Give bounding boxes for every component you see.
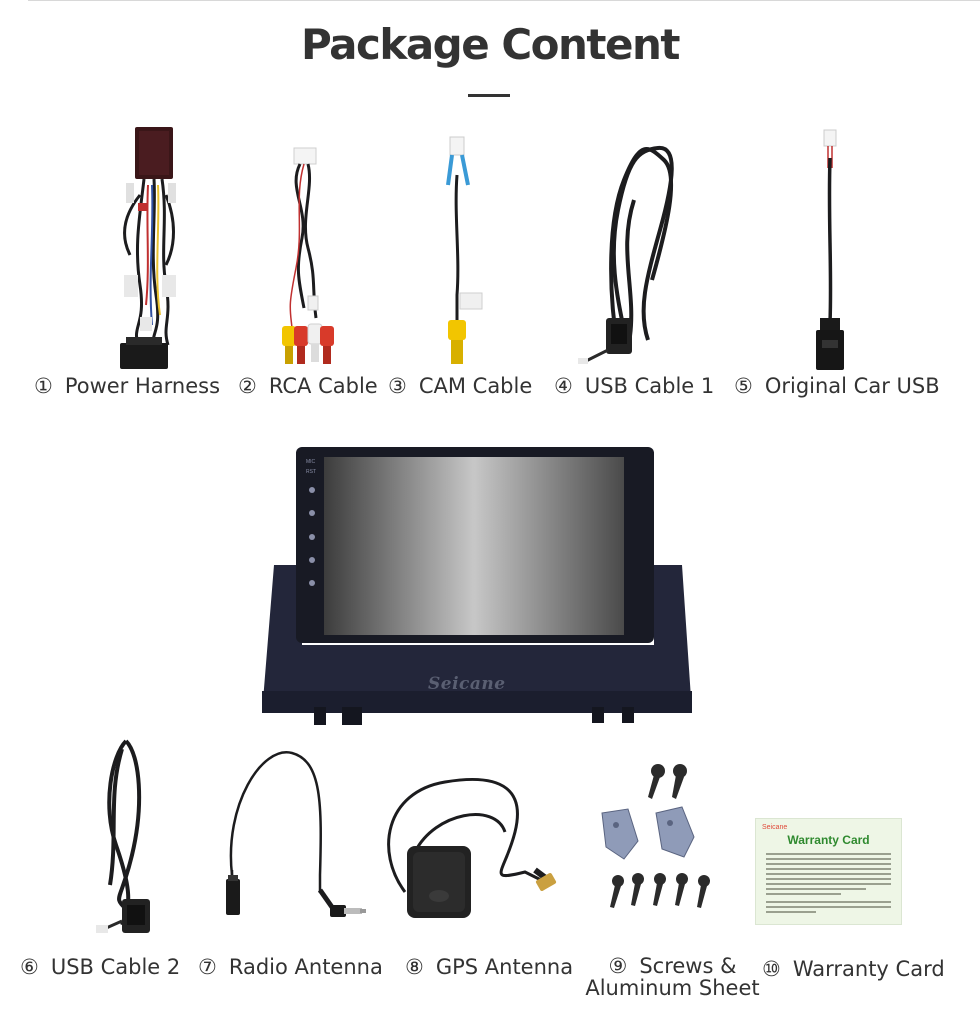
screws-aluminum-sheet-image bbox=[598, 763, 723, 913]
radio-antenna-image bbox=[222, 745, 367, 925]
original-car-usb-image bbox=[812, 128, 848, 373]
power-harness-image bbox=[110, 125, 190, 370]
head-unit-side-label-rst: RST bbox=[306, 469, 316, 475]
warranty-card-title: Warranty Card bbox=[787, 833, 870, 847]
cam-cable-image bbox=[440, 135, 490, 370]
gps-antenna-image bbox=[375, 772, 570, 927]
item-number: ① bbox=[34, 374, 53, 398]
head-unit-brand-logo: Seicane bbox=[428, 674, 506, 694]
title-underline bbox=[468, 94, 510, 97]
usb-cable-1-image bbox=[578, 140, 678, 365]
head-unit-image: MIC RST Seicane bbox=[262, 445, 692, 727]
rca-cable-image bbox=[278, 147, 338, 370]
page-title: Package Content bbox=[301, 20, 680, 69]
head-unit-side-label-mic: MIC bbox=[306, 459, 316, 465]
usb-cable-2-image bbox=[92, 735, 162, 940]
warranty-card-brand: Seicane bbox=[762, 824, 788, 831]
warranty-card-body-text bbox=[766, 853, 891, 913]
warranty-card-image: Seicane Warranty Card bbox=[755, 818, 902, 925]
top-divider bbox=[28, 0, 980, 1]
